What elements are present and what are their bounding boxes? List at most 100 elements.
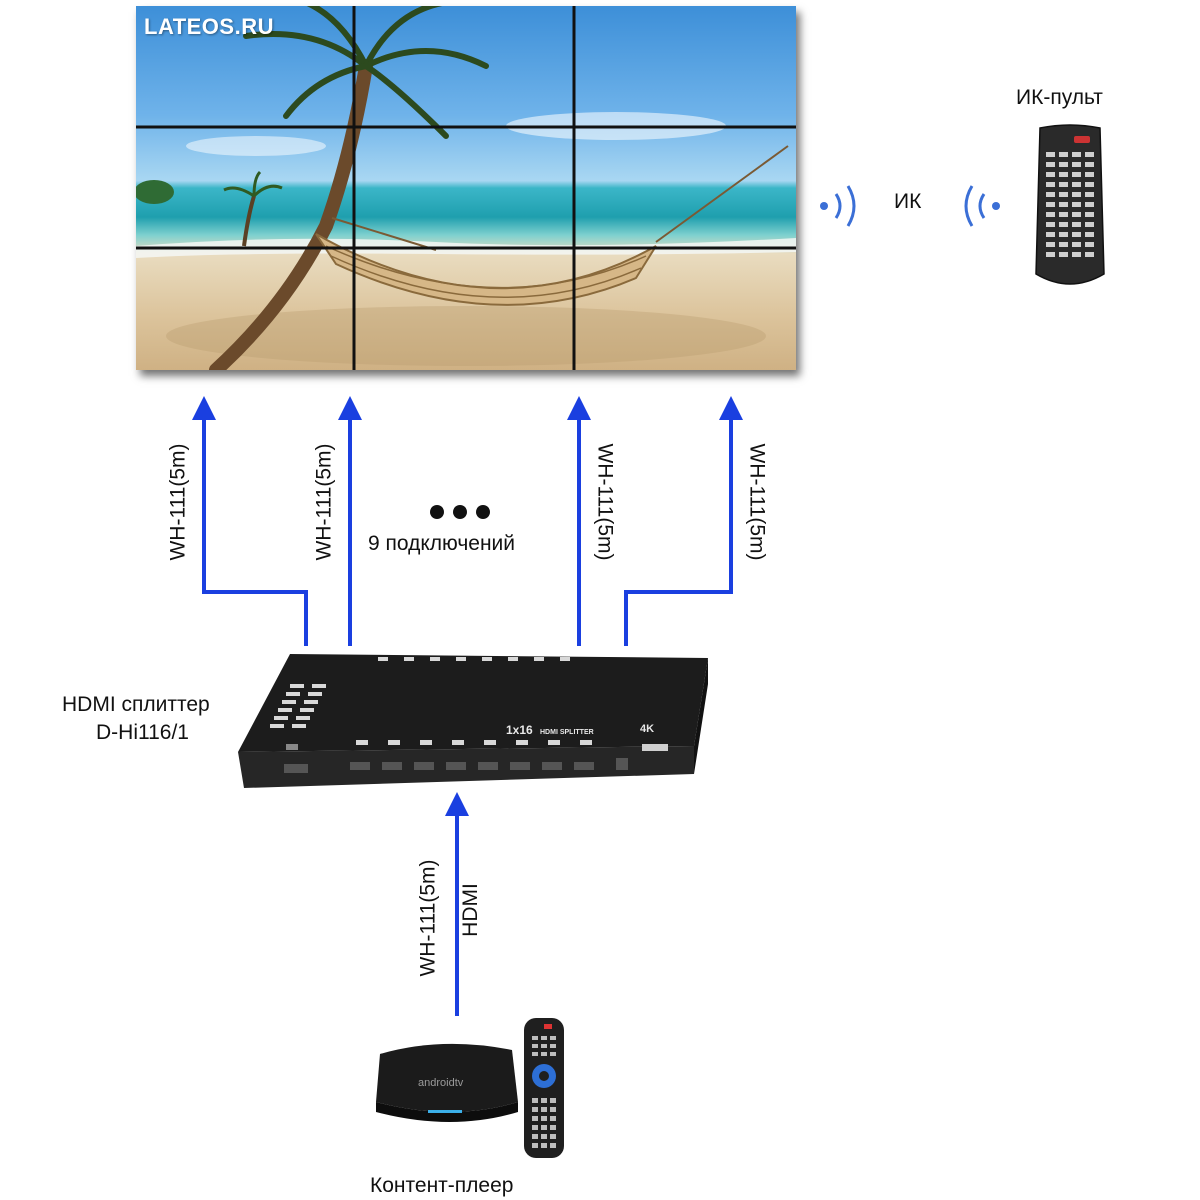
hdmi-port — [574, 762, 594, 770]
splitter-port-label — [484, 740, 496, 745]
remote-button — [1046, 162, 1055, 167]
cable-label-3: WH-111(5m) — [593, 443, 617, 561]
remote-button — [532, 1134, 538, 1139]
remote-button — [532, 1125, 538, 1130]
output-arrow-1 — [202, 402, 308, 646]
ellipsis-dot — [453, 505, 467, 519]
hdmi-splitter-device: 1x16 HDMI SPLITTER 4K — [238, 654, 708, 788]
remote-button — [1072, 152, 1081, 157]
splitter-led — [456, 657, 466, 661]
remote-button — [1059, 182, 1068, 187]
remote-button — [1072, 172, 1081, 177]
content-player: androidtv — [376, 1018, 564, 1158]
remote-button — [1059, 152, 1068, 157]
remote-button — [1059, 162, 1068, 167]
splitter-port-label — [548, 740, 560, 745]
hdmi-logo-icon — [642, 744, 668, 751]
splitter-led — [278, 708, 292, 712]
remote-button — [541, 1044, 547, 1048]
remote-button — [1046, 182, 1055, 187]
splitter-led — [560, 657, 570, 661]
splitter-label-line2: D-Hi116/1 — [96, 721, 189, 744]
remote-button — [532, 1036, 538, 1040]
splitter-led — [308, 692, 322, 696]
remote-button — [1072, 242, 1081, 247]
splitter-led — [286, 692, 300, 696]
remote-button — [1059, 212, 1068, 217]
cable-label-1: WH-111(5m) — [166, 443, 190, 561]
remote-button — [1085, 222, 1094, 227]
splitter-badge: 4K — [640, 723, 654, 735]
remote-button — [1059, 252, 1068, 257]
hdmi-port — [478, 762, 498, 770]
remote-button — [550, 1143, 556, 1148]
remote-button — [1059, 192, 1068, 197]
cable-label-4: WH-111(5m) — [745, 443, 769, 561]
remote-button — [550, 1036, 556, 1040]
cable-label-2: WH-111(5m) — [312, 443, 336, 561]
remote-button — [541, 1052, 547, 1056]
splitter-port-label — [356, 740, 368, 745]
splitter-port-label — [516, 740, 528, 745]
remote-button — [1059, 232, 1068, 237]
remote-button — [1046, 232, 1055, 237]
remote-button — [1072, 212, 1081, 217]
remote-button — [550, 1098, 556, 1103]
splitter-led — [274, 716, 288, 720]
remote-button — [550, 1107, 556, 1112]
remote-button — [1072, 162, 1081, 167]
remote-label: ИК-пульт — [1016, 86, 1103, 109]
remote-button — [532, 1098, 538, 1103]
connections-label: 9 подключений — [368, 532, 515, 555]
remote-button — [1085, 242, 1094, 247]
splitter-led — [534, 657, 544, 661]
splitter-port-label — [420, 740, 432, 745]
splitter-led — [508, 657, 518, 661]
ir-remote-icon — [1035, 124, 1105, 285]
remote-button — [1085, 212, 1094, 217]
hdmi-port — [542, 762, 562, 770]
remote-button — [1059, 172, 1068, 177]
remote-button — [541, 1036, 547, 1040]
remote-button — [541, 1143, 547, 1148]
remote-button — [1046, 202, 1055, 207]
remote-button — [1085, 252, 1094, 257]
output-arrow-4 — [624, 402, 733, 646]
hdmi-port — [446, 762, 466, 770]
splitter-led — [378, 657, 388, 661]
remote-button — [550, 1125, 556, 1130]
remote-button — [1059, 242, 1068, 247]
remote-button — [541, 1098, 547, 1103]
splitter-led — [292, 724, 306, 728]
remote-button — [541, 1125, 547, 1130]
remote-button — [1046, 152, 1055, 157]
splitter-port-label — [452, 740, 464, 745]
remote-button — [1085, 162, 1094, 167]
remote-button — [550, 1052, 556, 1056]
remote-button — [1072, 182, 1081, 187]
remote-button — [1085, 152, 1094, 157]
remote-button — [1072, 202, 1081, 207]
remote-button — [1085, 172, 1094, 177]
remote-button — [532, 1143, 538, 1148]
input-cable-label: WH-111(5m) — [416, 859, 440, 977]
ir-receiver-icon — [964, 185, 1000, 227]
beach-scene — [136, 6, 796, 370]
splitter-led — [270, 724, 284, 728]
remote-button — [532, 1116, 538, 1121]
splitter-led — [482, 657, 492, 661]
remote-button — [1085, 232, 1094, 237]
splitter-label-line1: HDMI сплиттер — [62, 693, 210, 716]
splitter-port-label — [580, 740, 592, 745]
remote-button — [1046, 192, 1055, 197]
remote-button — [1059, 202, 1068, 207]
player-brand: androidtv — [418, 1077, 464, 1089]
video-wall: LATEOS.RU — [136, 6, 796, 370]
remote-button — [1072, 222, 1081, 227]
splitter-port-label — [388, 740, 400, 745]
ir-emitter-icon — [820, 185, 856, 227]
remote-button — [1046, 172, 1055, 177]
hdmi-port — [510, 762, 530, 770]
remote-button — [550, 1116, 556, 1121]
remote-button — [532, 1107, 538, 1112]
